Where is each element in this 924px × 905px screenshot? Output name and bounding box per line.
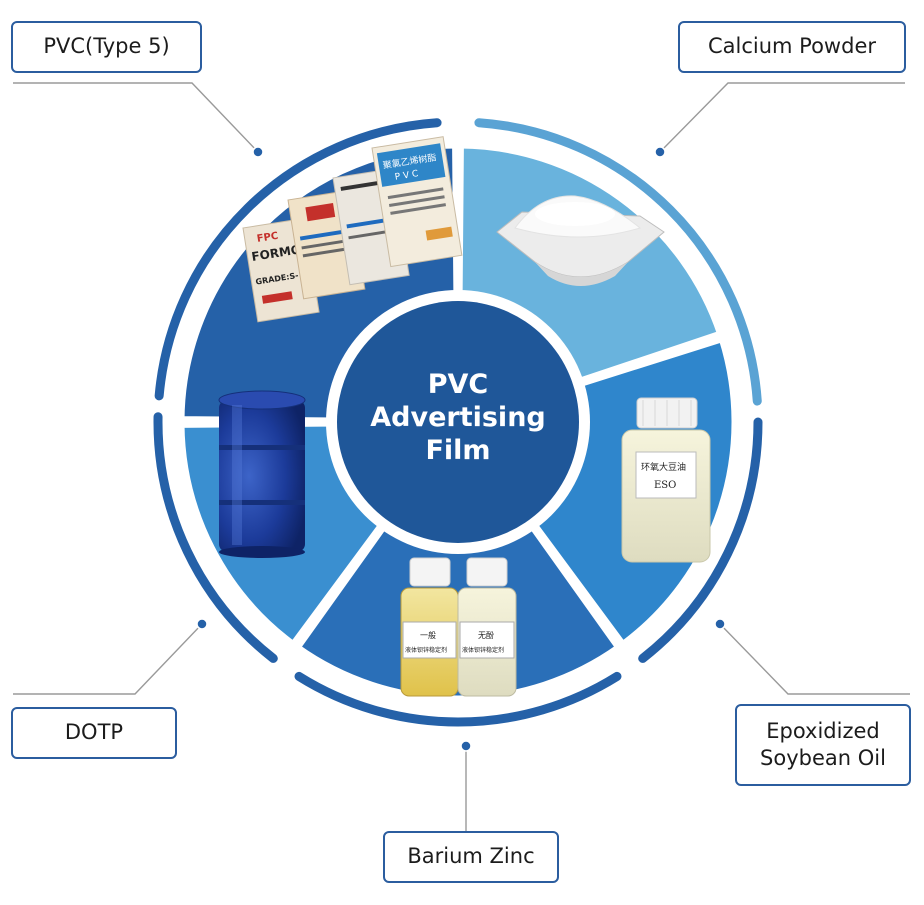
connector-dots [196,146,726,752]
barium-zinc-image: 一般 液体钡锌稳定剂 无酚 液体钡锌稳定剂 [400,557,517,697]
label-eso-text-1: Epoxidized [766,718,880,743]
ring-arc-calcium [474,118,762,406]
label-calcium-text: Calcium Powder [707,34,876,59]
eso-label-en: ESO [654,480,676,491]
connector-calcium [659,82,905,153]
eso-bottle-image: 环氧大豆油 ESO [621,397,711,563]
center-circle [337,301,579,543]
connector-pvc-dot [252,146,264,158]
connector-pvc [13,82,259,153]
dotp-drum-image [218,390,306,558]
outer-ring [153,118,763,727]
connector-calcium-dot [654,146,666,158]
center-title-line-1: PVC [428,369,489,400]
ring-arc-pvc [154,118,442,401]
connector-dotp-dot [196,618,208,630]
bazn-left-desc: 液体钡锌稳定剂 [405,646,447,654]
ring-arc-dotp [153,412,278,663]
bag-pvc-text: P V C [394,169,419,183]
center-title-line-3: Film [425,435,490,466]
center-title-line-2: Advertising [370,402,546,433]
label-pvc-text: PVC(Type 5) [43,34,170,59]
label-dotp-text: DOTP [64,720,124,745]
connector-eso-dot [714,618,726,630]
label-dotp: DOTP [11,707,177,759]
label-eso-text-2: Soybean Oil [760,746,886,770]
bag-brand-text: FPC [256,231,279,245]
label-calcium-powder: Calcium Powder [678,21,906,73]
connector-eso [719,623,910,695]
center-hub: PVC Advertising Film [326,290,590,554]
ring-arc-bazn [294,671,622,727]
connector-bazn-dot [460,740,472,752]
bazn-right-desc: 液体钡锌稳定剂 [462,646,504,654]
label-barium-zinc: Barium Zinc [383,831,559,883]
connector-dotp [13,623,203,695]
label-barium-text: Barium Zinc [407,844,535,869]
bazn-left-cn: 一般 [420,630,436,640]
label-pvc-type5: PVC(Type 5) [11,21,202,73]
pvc-bags-image: FPC FORMOL GRADE:S- 聚氯乙烯树脂 P V C [242,136,463,323]
connector-lines [13,82,910,831]
calcium-powder-image [496,195,665,286]
ring-arc-eso [638,417,763,663]
eso-label-cn: 环氧大豆油 [641,461,686,473]
bazn-right-cn: 无酚 [478,631,494,640]
